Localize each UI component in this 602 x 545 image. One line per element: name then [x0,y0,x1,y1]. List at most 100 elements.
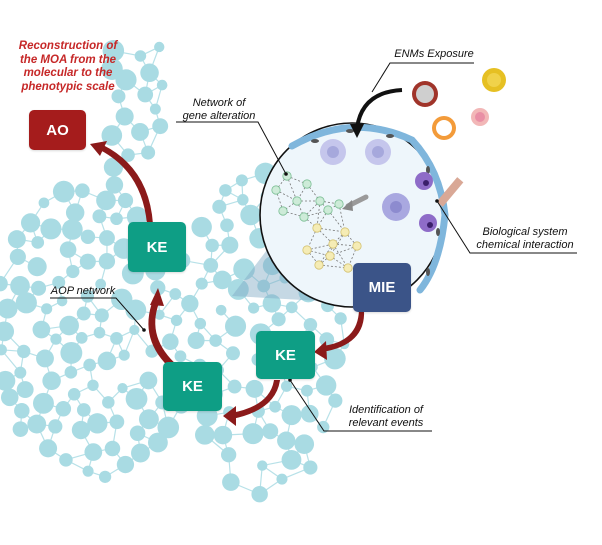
network-node [104,440,121,457]
gene-node-yellow [340,227,350,237]
arrow-ke-to-ao [100,145,153,224]
network-node [0,388,19,407]
network-node [141,145,156,160]
network-node [138,409,159,430]
network-node [75,183,90,199]
network-node [187,331,205,349]
network-node [129,324,140,336]
gene-node-yellow [302,245,312,255]
network-node [157,416,180,439]
exposure-arrow [355,88,403,129]
network-node [303,460,318,475]
gene-node-yellow [328,239,338,249]
network-node [224,315,247,337]
network-node [42,371,61,391]
network-node [0,275,8,292]
network-node [52,180,75,203]
gene-node-yellow [312,223,322,233]
network-node [251,485,268,503]
network-node [147,432,168,453]
ke-box-bottom-left[interactable]: KE [163,362,222,411]
network-node [40,218,62,240]
network-node [271,312,286,327]
network-node [137,86,154,103]
network-node [27,414,47,434]
mie-box[interactable]: MIE [353,263,411,312]
network-node [50,333,62,345]
network-node [65,203,85,222]
gene-edge [318,264,349,269]
title-line: phenotypic scale [21,80,115,93]
network-node [169,288,182,300]
network-node [240,204,261,226]
network-node [235,174,248,187]
network-node [12,421,29,437]
network-node [92,209,107,224]
network-node [170,314,183,327]
network-node [17,344,31,359]
purple-cell [415,172,433,190]
network-node [80,229,96,244]
label-enms-exposure: ENMs Exposure [394,48,474,60]
label-network-gene-alteration: Network of gene alteration [176,97,262,123]
network-node [93,326,106,339]
gene-node-green [292,196,302,206]
gene-node-yellow [325,251,335,261]
network-node [215,304,227,316]
network-node [98,470,112,483]
ke-box-top[interactable]: KE [128,222,186,272]
gene-node-green [334,199,344,209]
network-node [162,333,179,350]
gene-edge [275,175,288,191]
label-line: chemical interaction [476,239,574,251]
network-node [140,63,159,83]
network-node [319,332,335,347]
network-node [101,125,123,146]
network-node [48,419,63,434]
network-node [109,414,125,430]
diagram-title: Reconstruction of the MOA from the molec… [2,40,134,94]
network-node [102,396,115,409]
network-node [281,405,302,426]
flow-arrows [90,141,365,426]
label-biological-system: Biological system chemical interaction [470,226,580,252]
nanoparticle-liposome-icon [432,116,456,140]
network-node [117,192,134,209]
network-node [55,401,72,417]
network-node [59,241,77,258]
gene-edge [282,200,298,212]
network-node [62,219,83,240]
network-node [110,331,123,345]
network-node [281,449,302,470]
network-node [110,212,123,226]
network-node [191,216,212,238]
network-node [245,379,264,398]
network-node [129,425,146,442]
network-node [125,387,148,410]
network-node [300,404,319,423]
nanoparticle-dotted-icon [471,108,489,126]
ke-box-right[interactable]: KE [256,331,315,379]
zoom-circle [259,122,449,308]
network-node [181,294,199,313]
leader-aop-network [50,297,145,331]
network-node [111,89,126,104]
network-node [276,473,288,485]
network-node [71,420,91,440]
network-node [149,103,161,115]
network-node [52,275,66,289]
gene-edge [332,231,346,245]
gene-node-green [315,196,325,206]
network-node [15,292,37,314]
network-node [195,425,215,445]
exposure-arrowhead-icon [350,124,364,138]
network-node [242,423,264,445]
gene-edge [316,227,346,233]
network-node [39,439,58,458]
ao-box[interactable]: AO [29,110,86,150]
network-node [31,236,45,249]
network-node [213,425,233,445]
gene-edge [338,203,346,233]
network-node [233,258,255,281]
